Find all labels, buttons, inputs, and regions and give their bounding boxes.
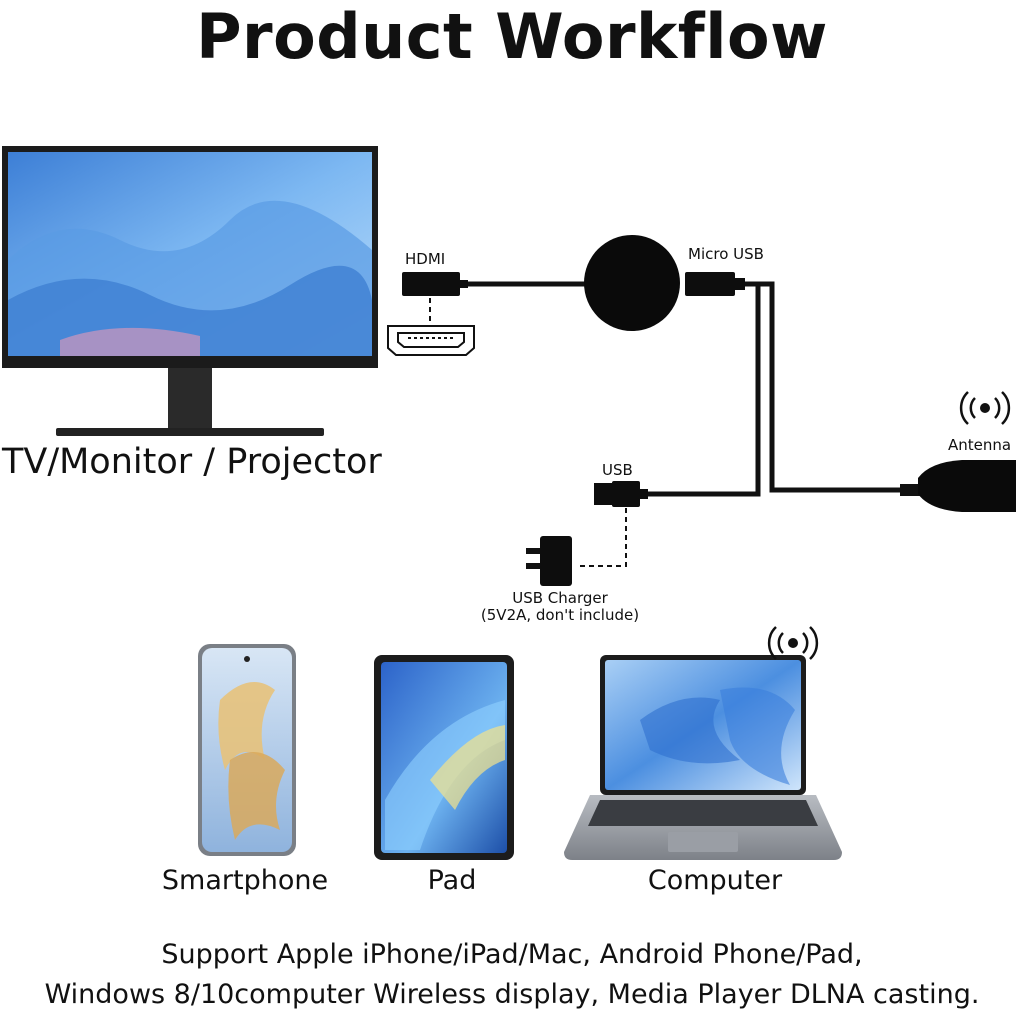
tv-stand-neck	[168, 368, 212, 432]
dongle	[584, 235, 680, 331]
page-title: Product Workflow	[196, 0, 828, 73]
support-text: Support Apple iPhone/iPad/Mac, Android P…	[0, 935, 1024, 1015]
usb-charger-label: USB Charger (5V2A, don't include)	[460, 590, 660, 624]
hdmi-connector	[402, 272, 468, 296]
usb-label: USB	[602, 461, 633, 479]
antenna-module	[900, 460, 1016, 512]
tv-monitor	[2, 146, 378, 436]
smartphone-image	[198, 644, 296, 856]
usb-charger-icon	[526, 536, 572, 586]
wifi-signal-icon	[959, 391, 1011, 425]
antenna-label: Antenna	[948, 436, 1012, 454]
pad-image	[374, 655, 514, 860]
hdmi-port-icon	[387, 325, 475, 356]
support-text-line2: Windows 8/10computer Wireless display, M…	[44, 979, 980, 1010]
pad-label: Pad	[427, 865, 477, 896]
smartphone-label: Smartphone	[161, 865, 329, 896]
hdmi-label: HDMI	[405, 250, 446, 268]
computer-label: Computer	[647, 865, 783, 896]
charger-dashed-line	[576, 508, 627, 567]
usb-plug	[594, 481, 648, 507]
laptop-wifi-signal-icon	[767, 626, 819, 660]
support-text-line1: Support Apple iPhone/iPad/Mac, Android P…	[161, 939, 863, 970]
micro-usb-plug	[685, 272, 745, 296]
antenna-cable	[745, 281, 905, 493]
tv-label: TV/Monitor / Projector	[2, 442, 382, 482]
micro-usb-label: Micro USB	[688, 245, 764, 263]
usb-charger-label-line1: USB Charger	[512, 589, 608, 607]
tv-stand-base	[56, 428, 324, 436]
usb-charger-label-line2: (5V2A, don't include)	[480, 606, 640, 624]
laptop-image	[564, 655, 842, 860]
